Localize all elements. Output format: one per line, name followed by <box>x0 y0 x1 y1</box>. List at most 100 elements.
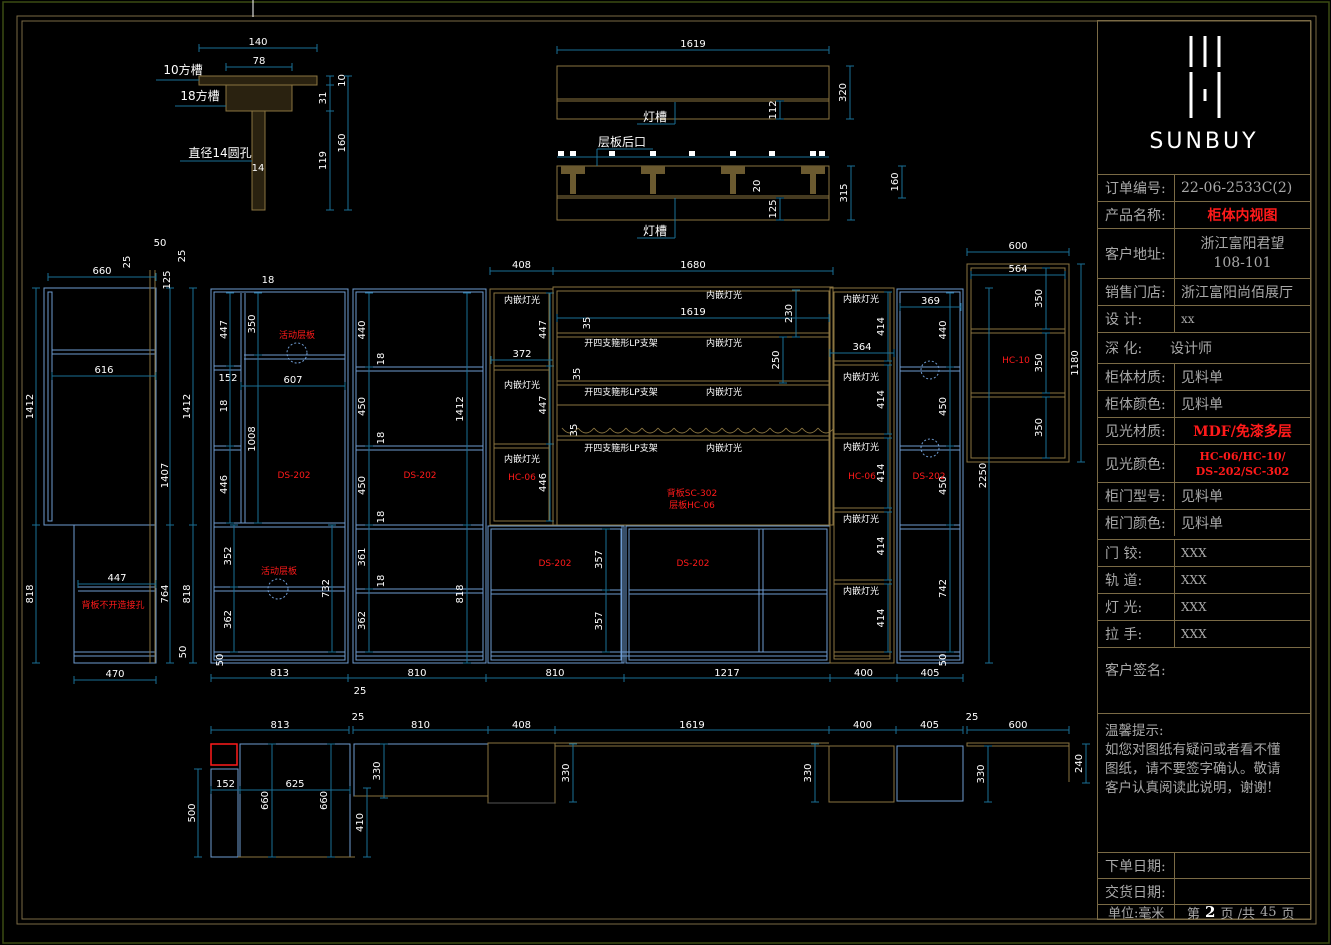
dimension-text: 405 <box>920 720 939 731</box>
title-row-value: XXX <box>1174 540 1310 566</box>
dimension-text: 600 <box>1008 241 1027 252</box>
dimension-text: 414 <box>876 463 887 482</box>
dimension-text: 660 <box>319 791 330 810</box>
notice-text: 温馨提示: 如您对图纸有疑问或者看不懂图纸，请不要签字确认。敬请客户认真阅读此说明… <box>1105 722 1304 798</box>
dimension-text: 18 <box>376 432 387 445</box>
profile-top-plate <box>198 75 318 86</box>
upper-cabinet <box>43 287 157 526</box>
title-row-value: HC-06/HC-10/DS-202/SC-302 <box>1174 445 1310 482</box>
dimension-text: 18 <box>376 575 387 588</box>
title-row-value: 浙江富阳尚佰展厅 <box>1174 279 1310 305</box>
plan-wood <box>828 745 895 803</box>
dimension-text: 607 <box>283 375 302 386</box>
wall-cabinet <box>966 263 1070 463</box>
title-row: 拉 手:XXX <box>1098 620 1310 647</box>
dimension-text: 364 <box>852 342 871 353</box>
dimension-text: 450 <box>938 397 949 416</box>
title-row-value: 见料单 <box>1174 364 1310 390</box>
title-row-label: 设 计: <box>1105 312 1143 328</box>
title-row-label: 门 铰: <box>1105 546 1143 562</box>
dimension-text: 25 <box>122 256 133 269</box>
glass-rack-arc <box>753 427 771 434</box>
logo-area: SUNBUY <box>1098 21 1310 174</box>
cabinet-400 <box>829 287 895 664</box>
dimension-text: 31 <box>318 92 329 105</box>
red-note: DS-202 <box>277 471 310 481</box>
title-row: 轨 道:XXX <box>1098 566 1310 593</box>
dimension-text: 818 <box>182 584 193 603</box>
dimension-text: 1217 <box>714 668 739 679</box>
dimension-text: 1412 <box>182 394 193 419</box>
dimension-text: 50 <box>154 238 167 249</box>
red-note: 背板SC-302 <box>667 487 717 499</box>
light-slot-label: 灯槽 <box>643 224 667 238</box>
dimension-text: 1412 <box>25 394 36 419</box>
title-row-value: xx <box>1174 306 1310 332</box>
dimension-text: 160 <box>337 133 348 152</box>
title-row: 门 铰: XXX <box>1098 539 1310 566</box>
title-row-label: 柜体材质: <box>1105 370 1166 386</box>
notice-line: 图纸，请不要签字确认。敬请 <box>1105 761 1281 777</box>
marker <box>650 151 656 156</box>
brand-name: SUNBUY <box>1149 129 1259 154</box>
dimension-text: 410 <box>355 813 366 832</box>
dimension-text: 446 <box>219 475 230 494</box>
dimension-text: 50 <box>215 654 226 667</box>
side <box>47 291 53 522</box>
red-note: HC-10 <box>1002 356 1030 366</box>
dimension-text: 125 <box>162 270 173 289</box>
notice-line: 客户认真阅读此说明，谢谢! <box>1105 780 1273 796</box>
value-text: HC-06/HC-10/ <box>1199 449 1286 463</box>
title-row-label: 柜门型号: <box>1105 489 1166 505</box>
delivery-date-label: 交货日期: <box>1105 884 1166 901</box>
dimension-text: 625 <box>285 779 304 790</box>
dimension-text: 350 <box>1034 418 1045 437</box>
title-row-label: 客户地址: <box>1105 246 1166 263</box>
dimension-text: 330 <box>561 763 572 782</box>
dimension-text: 152 <box>218 373 237 384</box>
notice-line: 如您对图纸有疑问或者看不懂 <box>1105 742 1281 758</box>
dimension-text: 35 <box>582 317 593 330</box>
page-current: 2 <box>1205 903 1216 921</box>
dimension-text: 1619 <box>680 307 705 318</box>
value-text: MDF/免漆多层 <box>1193 424 1292 440</box>
title-row: 深 化:设计师 <box>1098 332 1310 363</box>
profile-label: 直径14圆孔 <box>188 146 251 160</box>
dimension-text: 25 <box>352 712 365 723</box>
dimension-text: 35 <box>569 424 580 437</box>
glass-rack-arc <box>625 427 643 434</box>
shelf-back-label: 层板后口 <box>598 135 646 149</box>
glass-rack-arc <box>593 427 611 434</box>
page-prefix: 第 <box>1187 906 1201 922</box>
glass-rack-arc <box>641 427 659 434</box>
title-row-value: 见料单 <box>1174 391 1310 417</box>
plan-panel <box>239 743 351 858</box>
panel-inner <box>355 291 484 661</box>
panel-outer <box>896 288 964 664</box>
bracket-stem <box>730 174 736 194</box>
red-note: DS-202 <box>676 559 709 569</box>
light-label: 内嵌灯光 <box>504 294 540 306</box>
light-label: 内嵌灯光 <box>706 442 742 454</box>
title-row-value: XXX <box>1174 594 1310 620</box>
dimension-text: 732 <box>321 579 332 598</box>
title-row-label: 深 化: <box>1105 341 1143 357</box>
dimension-text: 810 <box>411 720 430 731</box>
light-label: 内嵌灯光 <box>843 371 879 383</box>
dimension-text: 330 <box>372 761 383 780</box>
dimension-text: 450 <box>938 476 949 495</box>
dimension-text: 140 <box>248 37 267 48</box>
dimension-text: 357 <box>594 611 605 630</box>
notice-title: 温馨提示: <box>1105 723 1164 739</box>
glass-rack-arc <box>673 427 691 434</box>
glass-rack-arc <box>737 427 755 434</box>
dimension-text: 446 <box>538 473 549 492</box>
light-label: 内嵌灯光 <box>843 441 879 453</box>
dimension-text: 20 <box>752 180 763 193</box>
dimension-text: 10 <box>337 74 348 87</box>
title-row: 产品名称:柜体内视图 <box>1098 201 1310 228</box>
bracket-stem <box>650 174 656 194</box>
light-label: 内嵌灯光 <box>504 379 540 391</box>
dimension-text: 125 <box>768 199 779 218</box>
